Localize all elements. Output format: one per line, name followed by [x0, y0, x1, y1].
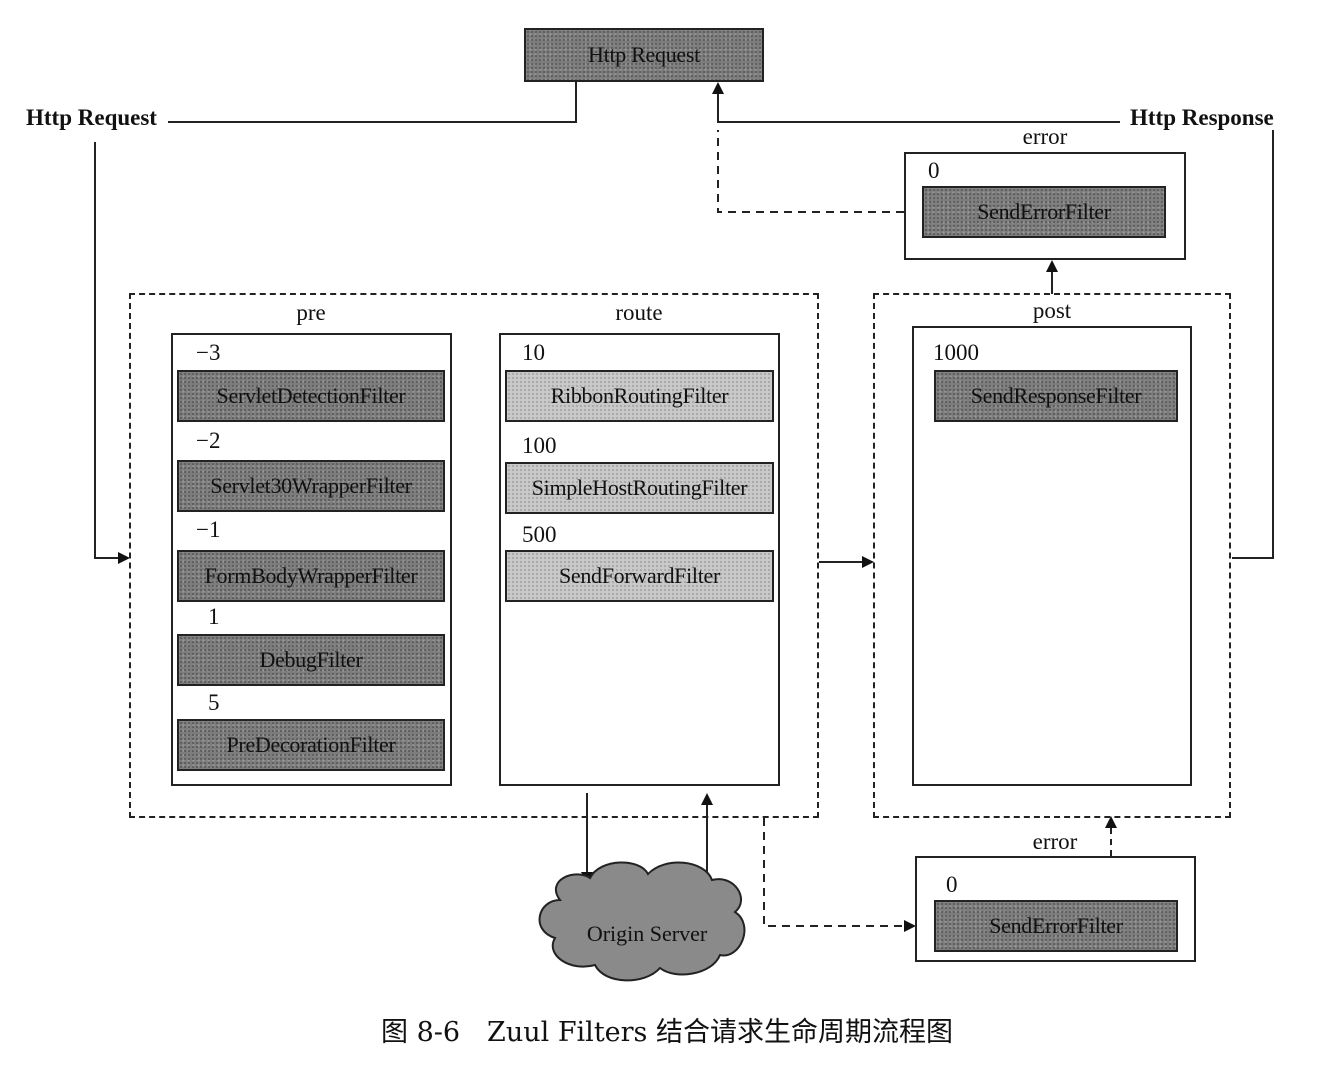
- http-request-node-label: Http Request: [588, 42, 700, 67]
- route-order-1: 10: [522, 340, 545, 365]
- line-request-into-pre: [94, 142, 130, 564]
- pre-filter-3: FormBodyWrapperFilter: [177, 550, 445, 602]
- error-bottom-filter-label: SendErrorFilter: [989, 913, 1123, 938]
- error-top-filter: SendErrorFilter: [922, 186, 1166, 238]
- post-filter-1: SendResponseFilter: [934, 370, 1178, 422]
- error-bottom-filter: SendErrorFilter: [934, 900, 1178, 952]
- route-filter-3: SendForwardFilter: [505, 550, 774, 602]
- route-filter-2: SimpleHostRoutingFilter: [505, 462, 774, 514]
- line-request-to-top: [168, 82, 577, 123]
- pre-filter-1: ServletDetectionFilter: [177, 370, 445, 422]
- pre-order-4: 1: [208, 604, 220, 629]
- post-container: [873, 293, 1231, 818]
- figure-caption: 图 8-6 Zuul Filters 结合请求生命周期流程图: [381, 1017, 953, 1048]
- line-response-to-top: [712, 82, 1120, 123]
- route-filter-3-label: SendForwardFilter: [558, 563, 721, 588]
- line-route-to-error: [763, 818, 916, 932]
- pre-filter-4-label: DebugFilter: [259, 647, 363, 672]
- http-response-label: Http Response: [1130, 105, 1274, 130]
- pre-order-2: −2: [196, 428, 221, 453]
- error-bottom-order: 0: [946, 872, 958, 897]
- post-order-1: 1000: [933, 340, 979, 365]
- post-filter-1-label: SendResponseFilter: [970, 383, 1142, 408]
- post-title: post: [1032, 298, 1072, 323]
- route-filter-2-label: SimpleHostRoutingFilter: [531, 475, 748, 500]
- pre-filter-5-label: PreDecorationFilter: [226, 732, 396, 757]
- pre-route-container: [129, 293, 819, 818]
- pre-filter-2: Servlet30WrapperFilter: [177, 460, 445, 512]
- origin-server-cloud: [538, 861, 746, 982]
- origin-server-label: Origin Server: [586, 921, 708, 946]
- route-filter-1-label: RibbonRoutingFilter: [550, 383, 729, 408]
- pre-order-1: −3: [196, 340, 221, 365]
- line-post-to-response: [1232, 130, 1274, 559]
- pre-filter-3-label: FormBodyWrapperFilter: [204, 563, 418, 588]
- pre-filter-1-label: ServletDetectionFilter: [216, 383, 406, 408]
- pre-filter-4: DebugFilter: [177, 634, 445, 686]
- error-top-filter-label: SendErrorFilter: [977, 199, 1111, 224]
- pre-order-5: 5: [208, 690, 220, 715]
- route-order-2: 100: [522, 433, 557, 458]
- error-bottom-title: error: [1032, 829, 1078, 854]
- pre-order-3: −1: [196, 517, 221, 542]
- http-request-node: Http Request: [524, 28, 764, 82]
- pre-title: pre: [296, 300, 326, 325]
- http-request-label: Http Request: [26, 105, 157, 130]
- route-title: route: [615, 300, 663, 325]
- route-filter-1: RibbonRoutingFilter: [505, 370, 774, 422]
- pre-filter-2-label: Servlet30WrapperFilter: [210, 473, 412, 498]
- line-error-to-top: [717, 130, 904, 213]
- error-top-order: 0: [928, 158, 940, 183]
- route-order-3: 500: [522, 522, 557, 547]
- error-top-title: error: [1022, 124, 1068, 149]
- pre-filter-5: PreDecorationFilter: [177, 719, 445, 771]
